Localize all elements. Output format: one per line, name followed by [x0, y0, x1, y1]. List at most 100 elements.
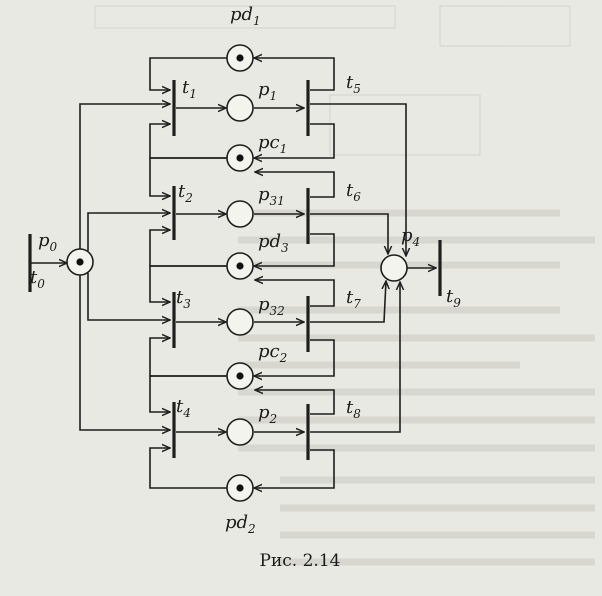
label-main-t6: t — [346, 180, 354, 201]
place-p1 — [226, 94, 254, 122]
place-pd3 — [226, 252, 254, 280]
place-circle-p4 — [380, 254, 408, 282]
token-pd3 — [236, 262, 244, 270]
arc-p0-to-t1 — [79, 104, 170, 249]
label-sub-t3: 3 — [183, 297, 191, 311]
label-sub-t4: 4 — [182, 406, 191, 420]
label-p2: p2 — [258, 402, 277, 426]
label-main-t4: t — [176, 396, 184, 417]
label-main-pd2: pd — [225, 512, 248, 533]
label-t9: t9 — [446, 286, 461, 310]
label-sub-pc2: 2 — [279, 351, 288, 365]
label-main-pc1: pc — [258, 132, 280, 153]
place-circle-p2 — [226, 418, 254, 446]
label-sub-p0: 0 — [50, 240, 58, 254]
token-pd2 — [236, 484, 244, 492]
arc-t8-to-p4 — [310, 282, 400, 433]
label-sub-t6: 6 — [353, 190, 361, 204]
place-pd1 — [226, 44, 254, 72]
arc-pd2-to-t4 — [149, 448, 228, 489]
label-t5: t5 — [346, 72, 361, 96]
arc-pd3-to-t2 — [149, 230, 228, 267]
label-main-t5: t — [346, 72, 354, 93]
label-t7: t7 — [346, 287, 361, 311]
label-sub-t7: 7 — [353, 297, 361, 311]
label-main-p1: p — [258, 79, 270, 100]
label-pd2: pd2 — [225, 512, 256, 536]
arc-pc2-to-t4 — [149, 375, 228, 412]
arc-t8-to-pc2 — [255, 390, 335, 415]
label-main-t7: t — [346, 287, 354, 308]
arc-t5-to-pc1 — [254, 123, 335, 158]
label-p1: p1 — [258, 79, 277, 103]
arc-t8-to-pd2 — [254, 449, 335, 488]
label-main-p32: p — [258, 294, 270, 315]
label-main-p2: p — [258, 402, 270, 423]
label-sub-p4: 4 — [412, 235, 421, 249]
place-p31 — [226, 200, 254, 228]
place-circle-p1 — [226, 94, 254, 122]
labels: pd1p1pc1p31pd3p32pc2p2pd2p0p4t0t1t2t3t4t… — [30, 4, 461, 536]
place-pd2 — [226, 474, 254, 502]
label-p0: p0 — [38, 230, 58, 254]
label-p31: p31 — [258, 184, 285, 208]
label-main-t0: t — [30, 267, 38, 288]
label-p32: p32 — [258, 294, 285, 318]
label-main-pd3: pd — [258, 231, 281, 252]
place-p0 — [66, 248, 94, 276]
label-main-pc2: pc — [258, 341, 280, 362]
arc-p0-to-t2 — [87, 213, 170, 251]
arcs — [30, 58, 436, 488]
label-main-p31: p — [258, 184, 270, 205]
place-p2 — [226, 418, 254, 446]
token-pc2 — [236, 372, 244, 380]
label-main-t8: t — [346, 397, 354, 418]
transitions — [28, 80, 442, 460]
label-main-t2: t — [178, 181, 186, 202]
place-pc1 — [226, 144, 254, 172]
arc-pd3-to-t3 — [149, 265, 228, 302]
arc-pc1-to-t2 — [149, 157, 228, 196]
arc-t5-to-pd1 — [254, 58, 335, 91]
token-p0 — [76, 258, 84, 266]
arc-t7-to-p4 — [310, 281, 386, 323]
label-sub-t5: 5 — [353, 82, 361, 96]
label-pd1: pd1 — [230, 4, 261, 28]
label-sub-p2: 2 — [269, 412, 278, 426]
place-p4 — [380, 254, 408, 282]
label-sub-p1: 1 — [270, 89, 278, 103]
arc-p0-to-t4 — [79, 275, 170, 430]
label-sub-p31: 31 — [270, 194, 285, 208]
arc-pc2-to-t3 — [149, 338, 228, 377]
label-t8: t8 — [346, 397, 361, 421]
arc-pc1-to-t1 — [149, 124, 228, 159]
place-circle-p31 — [226, 200, 254, 228]
label-main-t1: t — [182, 77, 190, 98]
label-pc2: pc2 — [258, 341, 287, 365]
page-bleed-through — [94, 5, 595, 566]
arc-p0-to-t3 — [87, 273, 170, 320]
place-circle-p32 — [226, 308, 254, 336]
label-sub-pd2: 2 — [247, 522, 256, 536]
label-main-t3: t — [176, 287, 184, 308]
label-sub-p32: 32 — [270, 304, 285, 318]
places — [66, 44, 408, 502]
label-t6: t6 — [346, 180, 361, 204]
place-pc2 — [226, 362, 254, 390]
token-pc1 — [236, 154, 244, 162]
label-sub-pc1: 1 — [280, 142, 288, 156]
figure-caption: Рис. 2.14 — [260, 551, 341, 571]
arc-t6-to-pd3 — [254, 233, 335, 266]
label-sub-t0: 0 — [37, 277, 45, 291]
label-main-pd1: pd — [230, 4, 253, 25]
label-pd3: pd3 — [258, 231, 289, 255]
token-pd1 — [236, 54, 244, 62]
label-pc1: pc1 — [258, 132, 287, 156]
arc-t5-to-p4 — [310, 103, 406, 256]
arc-t6-to-pc1 — [255, 172, 335, 198]
label-main-p0: p — [38, 230, 50, 251]
label-sub-t8: 8 — [353, 407, 361, 421]
place-p32 — [226, 308, 254, 336]
label-main-p4: p — [401, 225, 413, 246]
